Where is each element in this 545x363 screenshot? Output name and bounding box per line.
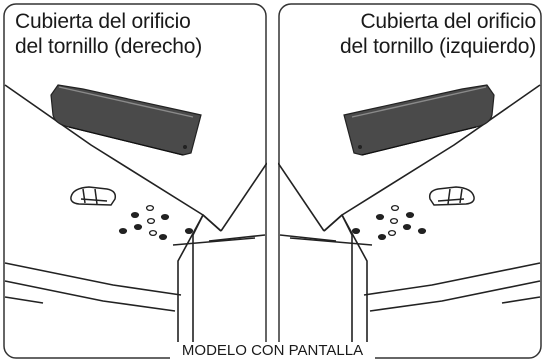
title-line-1: Cubierta del orificio <box>15 10 191 33</box>
pc-case <box>278 84 541 359</box>
screw-holes <box>351 204 427 241</box>
title-line-2: del tornillo (derecho) <box>15 35 203 58</box>
latch <box>428 186 475 206</box>
latch <box>70 186 117 206</box>
pc-case <box>4 84 267 359</box>
panel-frame <box>278 3 542 359</box>
screw-hole-cover <box>50 84 202 156</box>
model-caption: MODELO CON PANTALLA <box>0 342 545 360</box>
title-line-1: Cubierta del orificio <box>360 10 536 33</box>
caption-text: MODELO CON PANTALLA <box>169 342 376 359</box>
panel-left-cover: Cubierta del orificio del tornillo (izqu… <box>278 3 542 359</box>
panel-title: Cubierta del orificio del tornillo (izqu… <box>278 9 536 59</box>
panel-right-cover: Cubierta del orificio del tornillo (dere… <box>3 3 267 359</box>
panel-frame <box>3 3 267 359</box>
right-cover-illustration <box>3 3 267 359</box>
screw-holes <box>118 204 194 241</box>
left-cover-illustration <box>278 3 542 359</box>
panel-title: Cubierta del orificio del tornillo (dere… <box>15 9 265 59</box>
title-line-2: del tornillo (izquierdo) <box>340 35 536 58</box>
screw-hole-cover <box>343 84 495 156</box>
